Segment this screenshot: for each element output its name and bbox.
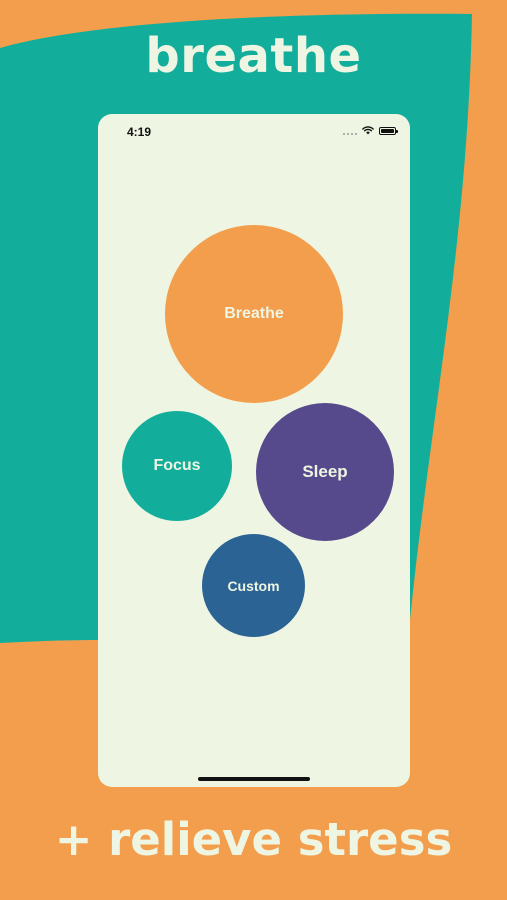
- breathe-bubble-button[interactable]: Breathe: [165, 225, 343, 403]
- signal-icon: [343, 127, 357, 135]
- status-time: 4:19: [127, 125, 152, 139]
- status-icons: [343, 126, 398, 135]
- wifi-icon: [362, 126, 374, 135]
- breathe-label: Breathe: [224, 305, 284, 322]
- headline-bottom: + relieve stress: [54, 813, 453, 866]
- custom-label: Custom: [227, 577, 280, 594]
- battery-icon: [379, 126, 398, 135]
- sleep-label: Sleep: [302, 462, 348, 481]
- focus-bubble-button[interactable]: Focus: [122, 411, 232, 521]
- focus-label: Focus: [153, 457, 201, 474]
- home-indicator[interactable]: [198, 777, 310, 781]
- headline-top: breathe: [145, 28, 362, 84]
- phone-screen: 4:19 Breathe Focus Sleep Custom: [98, 114, 410, 787]
- custom-bubble-button[interactable]: Custom: [202, 534, 305, 637]
- sleep-bubble-button[interactable]: Sleep: [256, 403, 394, 541]
